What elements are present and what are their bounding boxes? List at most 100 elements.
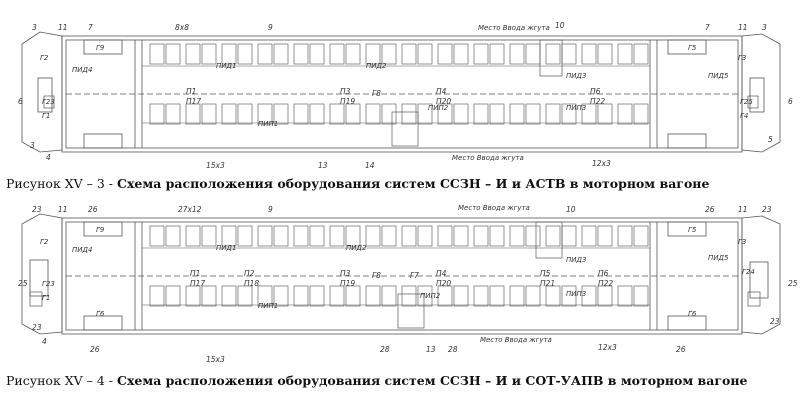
seat-block: [345, 285, 361, 307]
left-cab-bogie: [29, 259, 49, 297]
seat-block: [401, 285, 417, 307]
callout-number: 23: [770, 317, 780, 326]
seat-block: [525, 285, 541, 307]
seat-block: [617, 225, 633, 247]
seat-block: [149, 225, 165, 247]
callout-number: 25: [18, 279, 28, 288]
device-label: Г1: [42, 294, 50, 302]
callout-number: 13: [318, 161, 328, 170]
callout-number: 3: [30, 141, 35, 150]
harness-entry-box: [539, 39, 563, 77]
seat-block: [293, 285, 309, 307]
caption-text: Схема расположения оборудования систем С…: [117, 176, 710, 191]
seat-rows: [149, 43, 649, 125]
seat-block: [201, 225, 217, 247]
device-label: ПИП3: [566, 290, 586, 298]
seat-block: [185, 43, 201, 65]
seat-block: [257, 285, 273, 307]
caption-text: Схема расположения оборудования систем С…: [117, 373, 748, 388]
seat-block: [201, 43, 217, 65]
seat-block: [597, 225, 613, 247]
seat-block: [221, 103, 237, 125]
group-label: Г7: [410, 271, 419, 280]
device-label: Г2: [40, 54, 49, 62]
left-cab-outline: [21, 31, 63, 153]
seat-block: [345, 225, 361, 247]
device-label: ПИД2: [346, 244, 367, 252]
callout-number: 4: [42, 337, 47, 346]
seat-block: [509, 285, 525, 307]
device-label: Г2: [40, 238, 49, 246]
seat-block: [473, 285, 489, 307]
seat-block: [273, 43, 289, 65]
seat-block: [489, 43, 505, 65]
seat-block: [165, 225, 181, 247]
right-cab-bogie: [749, 77, 765, 113]
callout-number: 8x8: [175, 23, 189, 32]
callout-number: 15x3: [206, 355, 225, 364]
seat-block: [489, 285, 505, 307]
device-label: ПИД5: [708, 72, 729, 80]
seat-block: [561, 225, 577, 247]
callout-number: 13: [426, 345, 436, 354]
seat-block: [273, 225, 289, 247]
seat-block: [633, 43, 649, 65]
seat-block: [149, 285, 165, 307]
seat-block: [581, 43, 597, 65]
zone-label-top: П3: [340, 87, 351, 96]
seat-block: [617, 103, 633, 125]
seat-block: [381, 103, 397, 125]
seat-block: [525, 43, 541, 65]
seat-block: [401, 225, 417, 247]
seat-block: [453, 285, 469, 307]
callout-number: 11: [738, 23, 748, 32]
callout-number: 28: [448, 345, 458, 354]
seat-block: [597, 285, 613, 307]
seat-block: [417, 225, 433, 247]
seat-block: [489, 225, 505, 247]
callout-number: 10: [555, 21, 565, 30]
device-label: Г1: [42, 112, 50, 120]
seat-block: [545, 103, 561, 125]
device-label: ПИД4: [72, 246, 92, 254]
seat-block: [345, 103, 361, 125]
callout-number: 26: [88, 205, 98, 214]
device-label: Г9: [96, 226, 105, 234]
seat-block: [237, 285, 253, 307]
group-label: Г8: [372, 89, 381, 98]
seat-block: [273, 285, 289, 307]
seat-block: [257, 225, 273, 247]
callout-number: 26: [705, 205, 715, 214]
zone-label-bottom: П17: [186, 97, 201, 106]
harness-note: Место Ввода жгута: [478, 24, 550, 32]
seat-block: [165, 103, 181, 125]
callout-number: 12x3: [592, 159, 611, 168]
callout-number: 28: [380, 345, 390, 354]
seat-block: [221, 285, 237, 307]
seat-block: [401, 43, 417, 65]
seat-block: [597, 103, 613, 125]
figure-caption: Рисунок XV – 3 - Схема расположения обор…: [6, 176, 709, 191]
seat-block: [581, 225, 597, 247]
seat-block: [489, 103, 505, 125]
seat-block: [309, 43, 325, 65]
device-label: Г25: [740, 98, 753, 106]
seat-block: [545, 43, 561, 65]
seat-block: [329, 225, 345, 247]
device-label: ПИП2: [428, 104, 449, 112]
seat-block: [617, 43, 633, 65]
seat-block: [473, 225, 489, 247]
right-cab-outline: [741, 33, 781, 153]
seat-block: [257, 43, 273, 65]
seat-block: [293, 225, 309, 247]
callout-number: 11: [58, 205, 68, 214]
device-label: ПИД3: [566, 256, 586, 264]
seat-block: [401, 103, 417, 125]
callout-number: 9: [268, 23, 273, 32]
seat-block: [617, 285, 633, 307]
seat-block: [509, 225, 525, 247]
callout-number: 3: [32, 23, 37, 32]
seat-block: [237, 225, 253, 247]
